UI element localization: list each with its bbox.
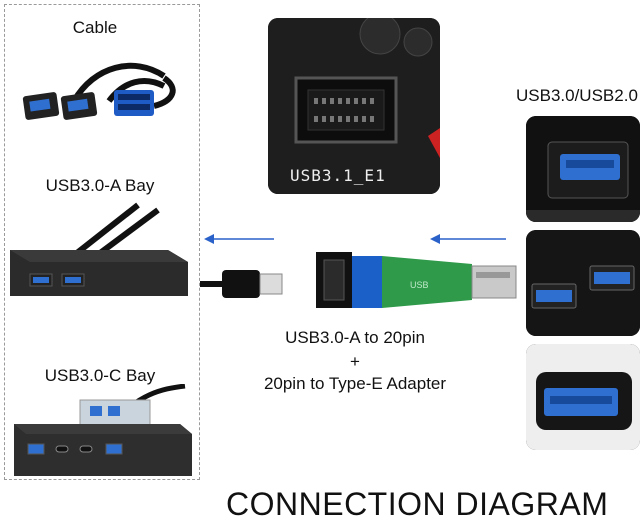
adapter-image: USB (200, 252, 517, 308)
motherboard-photo: USB3.1_E1 (268, 18, 440, 194)
svg-text:USB: USB (410, 280, 429, 290)
c-bay-label: USB3.0-C Bay (44, 366, 156, 385)
usb-port-label: USB3.0/USB2.0 (516, 86, 638, 105)
usb-port-photo-3 (526, 344, 640, 450)
c-bay-image (14, 384, 192, 476)
left-panel (4, 4, 200, 480)
a-bay-label: USB3.0-A Bay (45, 176, 155, 195)
motherboard-header-label: USB3.1_E1 (290, 166, 386, 185)
usb-port-photo-2 (526, 230, 640, 336)
cable-image (22, 62, 176, 120)
right-arrow-icon (430, 234, 506, 244)
cable-label: Cable (72, 18, 118, 37)
adapter-caption-line1: USB3.0-A to 20pin (285, 328, 425, 347)
left-arrow-icon (204, 234, 274, 244)
adapter-caption-line3: 20pin to Type-E Adapter (263, 374, 447, 393)
a-bay-image (10, 202, 188, 296)
diagram-title: CONNECTION DIAGRAM (226, 486, 609, 522)
adapter-caption-line2: + (350, 352, 360, 371)
usb-port-photo-1 (526, 116, 640, 222)
